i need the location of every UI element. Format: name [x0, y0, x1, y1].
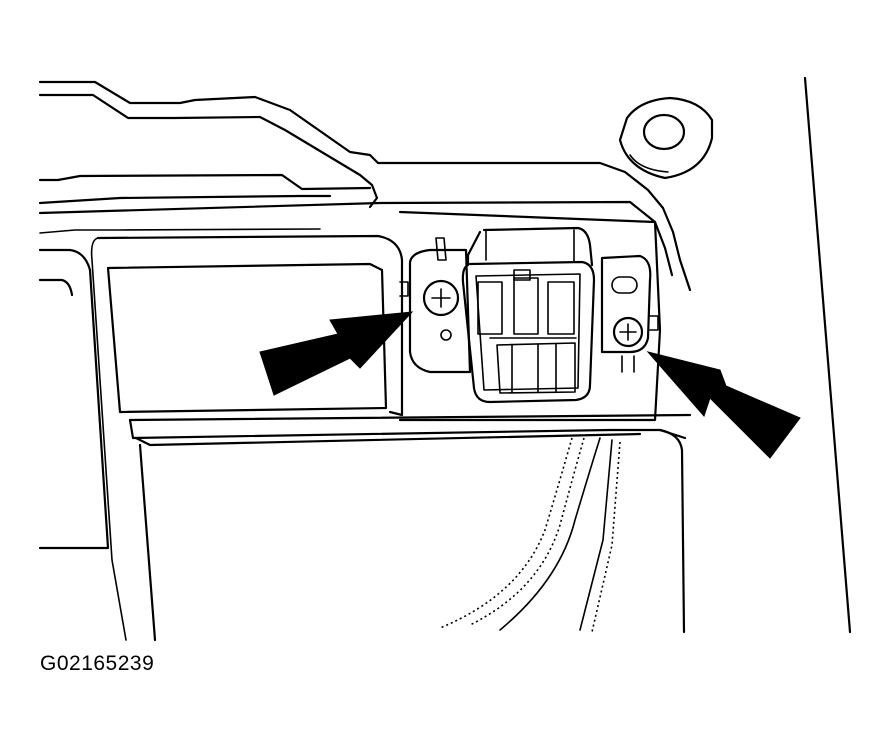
left-cutout: [38, 234, 404, 641]
left-arrow: [259, 311, 414, 396]
mounting-plate: [398, 210, 662, 422]
figure-code: G02165239: [40, 652, 155, 675]
right-arrow: [646, 351, 801, 459]
right-screw: [612, 316, 644, 348]
lower-rail: [128, 413, 692, 642]
grommet: [618, 96, 714, 180]
wiring-harness: [439, 437, 621, 633]
right-panel-edge: [803, 76, 852, 634]
upper-bracket: [38, 80, 692, 292]
sensor-connector: [461, 226, 596, 404]
left-screw: [422, 279, 460, 317]
